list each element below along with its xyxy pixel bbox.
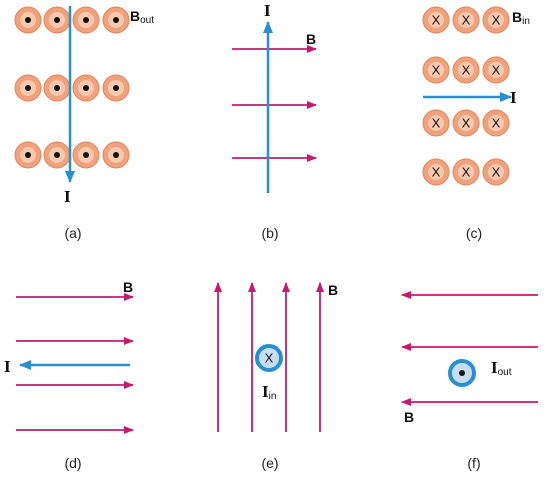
b-label: B <box>328 282 338 298</box>
caption-c: (c) <box>466 225 482 241</box>
dot-symbol <box>72 141 100 169</box>
cross-symbol: X <box>452 158 480 186</box>
cross-symbol: X <box>422 109 450 137</box>
dot-symbol <box>43 6 71 34</box>
current-out-of-page-symbol <box>448 359 476 387</box>
x-mark: X <box>432 116 441 131</box>
dot-symbol <box>43 141 71 169</box>
dot-symbol <box>14 141 42 169</box>
x-mark: X <box>462 165 471 180</box>
cross-symbol: X <box>482 158 510 186</box>
x-mark: X <box>462 13 471 28</box>
dot-symbol <box>102 141 130 169</box>
caption-f: (f) <box>467 455 480 471</box>
cross-symbol: X <box>482 56 510 84</box>
cross-symbol: X <box>452 56 480 84</box>
x-mark: X <box>492 165 501 180</box>
x-mark: X <box>492 116 501 131</box>
dot-symbol <box>102 74 130 102</box>
cross-symbol: X <box>482 109 510 137</box>
x-mark: X <box>492 63 501 78</box>
x-mark: X <box>462 116 471 131</box>
x-mark: X <box>462 63 471 78</box>
current-label: I <box>264 1 271 20</box>
x-mark: X <box>432 63 441 78</box>
panel-d: I B (d) <box>4 279 134 471</box>
cross-symbol: X <box>422 56 450 84</box>
panel-c: X X X X X X X X X X X X I Bin (c) <box>422 6 530 241</box>
cross-symbol: X <box>452 6 480 34</box>
b-in-label: Bin <box>512 9 530 27</box>
current-label: I <box>510 88 517 107</box>
dot-symbol <box>72 6 100 34</box>
dot-symbol <box>14 6 42 34</box>
x-mark: X <box>432 13 441 28</box>
b-label: B <box>306 31 316 47</box>
current-label: I <box>64 187 71 206</box>
panel-e: X Iin B (e) <box>214 282 338 471</box>
current-out-label: Iout <box>491 358 512 378</box>
b-label: B <box>404 409 414 425</box>
caption-d: (d) <box>64 455 81 471</box>
dot-symbol <box>102 6 130 34</box>
dot-symbol <box>14 74 42 102</box>
dot-symbol <box>43 74 71 102</box>
b-label: B <box>123 279 133 295</box>
svg-text:X: X <box>265 351 274 366</box>
b-out-label: Bout <box>130 8 154 26</box>
dot-grid-out-of-page <box>14 6 130 169</box>
panel-a: Bout I (a) <box>14 6 154 241</box>
panel-f: Iout B (f) <box>401 291 538 471</box>
x-mark: X <box>492 13 501 28</box>
cross-symbol: X <box>422 158 450 186</box>
caption-e: (e) <box>261 455 278 471</box>
cross-symbol: X <box>482 6 510 34</box>
panel-b: I B (b) <box>232 1 317 241</box>
current-in-label: Iin <box>262 382 276 402</box>
caption-a: (a) <box>64 225 81 241</box>
x-mark: X <box>432 165 441 180</box>
cross-grid-into-page: X X X X X X X X X X X X <box>422 6 510 186</box>
dot-symbol <box>72 74 100 102</box>
cross-symbol: X <box>422 6 450 34</box>
current-into-page-symbol: X <box>255 344 283 372</box>
cross-symbol: X <box>452 109 480 137</box>
caption-b: (b) <box>261 225 278 241</box>
current-label: I <box>4 357 11 376</box>
